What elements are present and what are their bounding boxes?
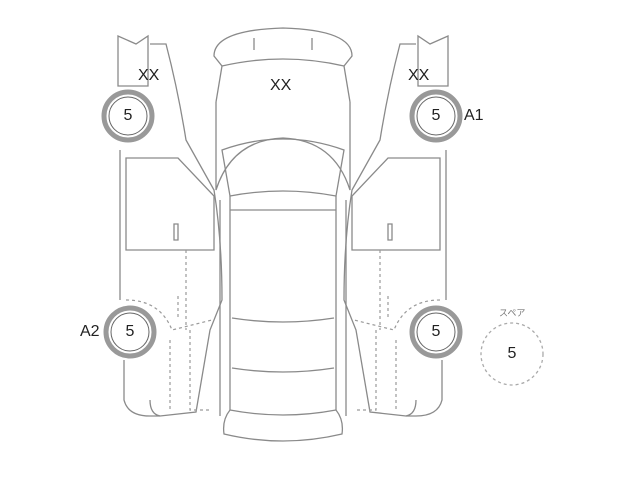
left-front-mark: XX [138, 67, 160, 84]
car-right-side-view [343, 34, 449, 417]
left-rear-tire-code: A2 [80, 323, 100, 340]
spare-tire-value: 5 [507, 345, 517, 362]
tire-right-rear[interactable] [409, 305, 463, 359]
center-mark: XX [270, 77, 292, 94]
car-left-side-view [117, 34, 223, 417]
spare-label: スペア [499, 308, 526, 318]
spare-tire[interactable] [480, 322, 544, 386]
right-rear-tire-value: 5 [431, 323, 441, 340]
left-rear-tire-value: 5 [125, 323, 135, 340]
right-front-tire-code: A1 [464, 107, 484, 124]
tire-right-front[interactable] [409, 89, 463, 143]
tire-left-rear[interactable] [103, 305, 157, 359]
tire-left-front[interactable] [101, 89, 155, 143]
right-front-mark: XX [408, 67, 430, 84]
left-front-tire-value: 5 [123, 107, 133, 124]
right-front-tire-value: 5 [431, 107, 441, 124]
